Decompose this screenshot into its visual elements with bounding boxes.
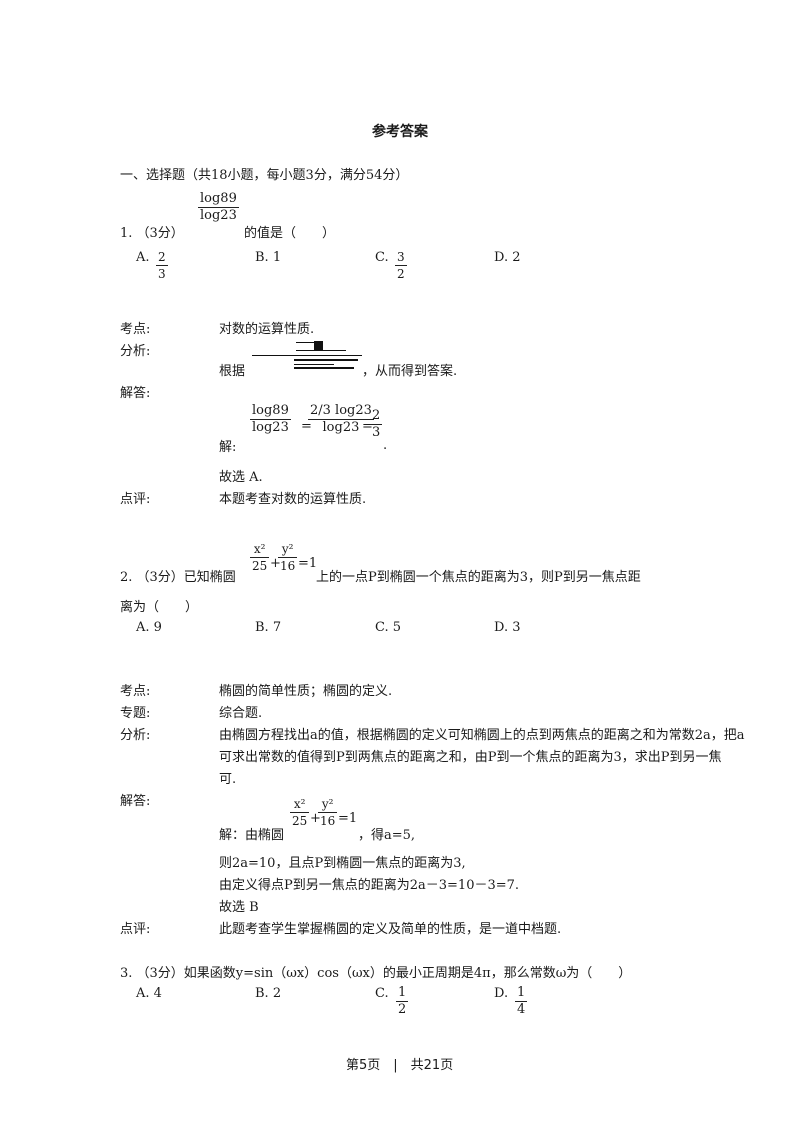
- q1-prefix: 1. （3分）: [120, 226, 184, 241]
- q1-label-jieda: 解答:: [120, 386, 151, 401]
- q1-optC-den: 2: [397, 267, 405, 281]
- q2-label-jieda: 解答:: [120, 794, 151, 809]
- q3-optC-num: 1: [398, 985, 407, 1000]
- page-title: 参考答案: [372, 124, 428, 140]
- q1-jie-n1: log89: [252, 403, 289, 418]
- q2-zhuanti: 综合题.: [219, 706, 263, 721]
- q2-line2: 离为（ ）: [120, 600, 199, 615]
- q3-option-c: C.: [375, 986, 389, 1001]
- q2-jie-16: 16: [320, 814, 336, 828]
- q2-x2: x²: [253, 542, 266, 556]
- q1-eq-1: =: [301, 419, 312, 434]
- q1-jie-end: .: [383, 438, 388, 453]
- q2-option-b: B. 7: [255, 620, 282, 635]
- q2-kaodian: 椭圆的简单性质；椭圆的定义.: [219, 684, 393, 699]
- q2-jie-frac-x: x² 25: [290, 797, 310, 828]
- q1-option-b: B. 1: [255, 250, 282, 265]
- q1-jie-d1: log23: [252, 420, 289, 435]
- q3-option-b: B. 2: [255, 986, 282, 1001]
- q1-eq-2: =: [362, 419, 373, 434]
- q1-option-d: D. 2: [494, 250, 521, 265]
- q2-option-c: C. 5: [375, 620, 402, 635]
- q2-jie-frac-y: y² 16: [318, 797, 338, 828]
- q1-jie-frac-2: 2/3 log23 log23: [308, 404, 374, 435]
- section-header: 一、选择题（共18小题，每小题3分，满分54分）: [120, 168, 409, 183]
- q2-rhs: =1: [298, 556, 318, 571]
- q1-label-kaodian: 考点:: [120, 322, 151, 337]
- q1-fenxi-post: ，从而得到答案.: [362, 364, 458, 379]
- q3-optD-den: 4: [517, 1002, 526, 1017]
- q2-option-d: D. 3: [494, 620, 521, 635]
- q1-jie-prefix: 解:: [219, 440, 237, 455]
- q2-label-zhuanti: 专题:: [120, 706, 151, 721]
- q2-fenxi-line-1: 由椭圆方程找出a的值，根据椭圆的定义可知椭圆上的点到两焦点的距离之和为常数2a，…: [219, 728, 745, 743]
- q2-jie-line-4: 故选 B: [219, 900, 259, 915]
- q2-option-a: A. 9: [136, 620, 162, 635]
- q3-option-d: D.: [494, 986, 509, 1001]
- q2-dianping: 此题考查学生掌握椭圆的定义及简单的性质，是一道中档题.: [219, 922, 562, 937]
- q1-jie-n2: 2/3 log23: [310, 403, 372, 418]
- q2-label-fenxi: 分析:: [120, 728, 151, 743]
- q2-jie-25: 25: [292, 814, 308, 828]
- q1-suffix: 的值是（ ）: [244, 226, 336, 241]
- q2-y2: y²: [281, 542, 294, 556]
- q1-dianping: 本题考查对数的运算性质.: [219, 492, 367, 507]
- q2-jie-x2: x²: [293, 797, 306, 811]
- q2-frac-y: y² 16: [278, 542, 298, 573]
- q2-jie-y2: y²: [321, 797, 334, 811]
- q2-jie-post: ，得a=5,: [358, 828, 416, 843]
- q1-kaodian: 对数的运算性质.: [219, 322, 315, 337]
- q1-option-a: A.: [136, 250, 150, 265]
- q1-frac-denominator: log23: [200, 208, 237, 223]
- q2-25: 25: [252, 559, 268, 573]
- q1-optA-num: 2: [158, 250, 166, 264]
- q3-option-a: A. 4: [136, 986, 162, 1001]
- q2-fenxi-line-3: 可.: [219, 772, 237, 787]
- q2-frac-x: x² 25: [250, 542, 270, 573]
- q2-jie-plus: +: [310, 811, 321, 826]
- q2-16: 16: [280, 559, 296, 573]
- q1-guxuan: 故选 A.: [219, 470, 263, 485]
- q2-plus: +: [270, 556, 281, 571]
- q3-stem: 3. （3分）如果函数y=sin（ωx）cos（ωx）的最小正周期是4π，那么常…: [120, 966, 632, 981]
- q1-jie-d2: log23: [322, 420, 360, 435]
- q3-optC-den: 2: [398, 1002, 407, 1017]
- q1-optA-den: 3: [158, 267, 166, 281]
- q2-label-kaodian: 考点:: [120, 684, 151, 699]
- q1-fenxi-pre: 根据: [219, 364, 246, 379]
- q1-optC-num: 3: [397, 250, 405, 264]
- q1-jie-frac-1: log89 log23: [250, 404, 291, 435]
- q3-optD-num: 1: [517, 985, 526, 1000]
- q1-option-c: C.: [375, 250, 389, 265]
- q2-fenxi-line-2: 可求出常数的值得到P到两焦点的距离之和，由P到一个焦点的距离为3，求出P到另一焦: [219, 750, 722, 765]
- q2-jie-rhs: =1: [338, 811, 358, 826]
- q2-label-dianping: 点评:: [120, 922, 151, 937]
- q1-jie-n3: 2: [372, 408, 381, 423]
- q2-jie-pre: 解：由椭圆: [219, 828, 285, 843]
- q2-suffix: 上的一点P到椭圆一个焦点的距离为3，则P到另一焦点距: [316, 570, 641, 585]
- q1-frac-numerator: log89: [200, 191, 237, 206]
- page-footer: 第5页 | 共21页: [346, 1058, 454, 1073]
- q2-jie-line-2: 则2a=10，且点P到椭圆一焦点的距离为3,: [219, 856, 466, 871]
- q1-label-fenxi: 分析:: [120, 344, 151, 359]
- q1-jie-d3: 3: [372, 425, 381, 440]
- q2-prefix: 2. （3分）已知椭圆: [120, 570, 236, 585]
- q1-stem-fraction: log89 log23: [198, 192, 239, 223]
- q1-label-dianping: 点评:: [120, 492, 151, 507]
- q2-jie-line-3: 由定义得点P到另一焦点的距离为2a－3=10－3=7.: [219, 878, 520, 893]
